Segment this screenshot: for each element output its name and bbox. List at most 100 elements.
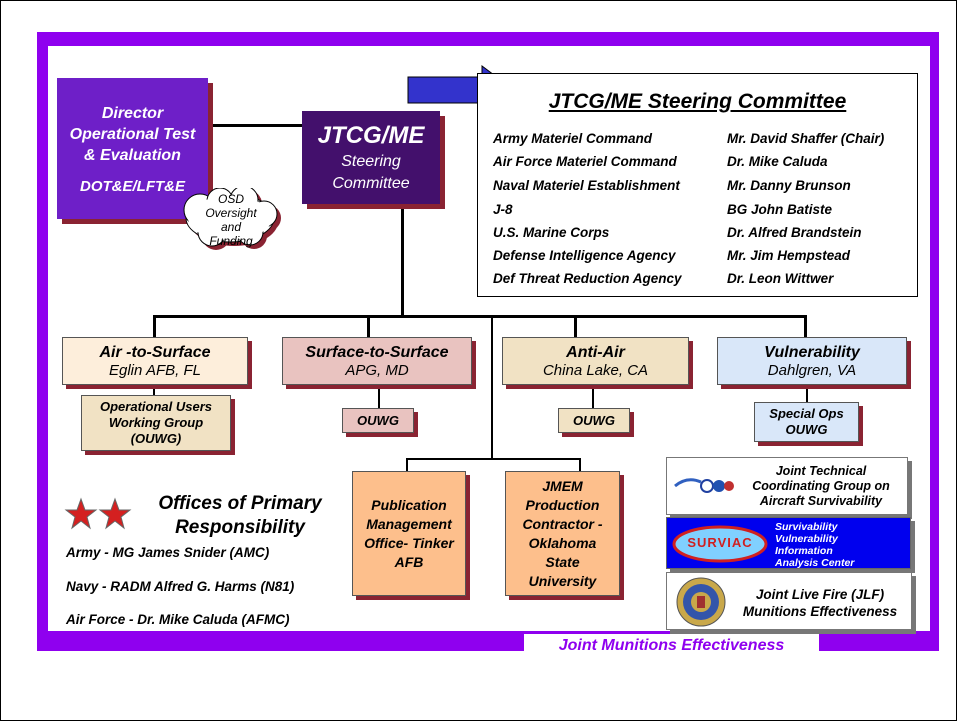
member-org: U.S. Marine Corps <box>493 225 610 240</box>
director-code: DOT&E/LFT&E <box>80 177 185 195</box>
surviac-badge-label: SURVIAC <box>687 535 753 550</box>
jlf-line2: Munitions Effectiveness <box>742 604 898 619</box>
connector-center <box>491 317 493 460</box>
jtcg-title: JTCG/ME <box>317 121 425 149</box>
ouwg-line1: Operational Users <box>100 399 212 414</box>
member-org: J-8 <box>493 202 513 217</box>
director-line3: & Evaluation <box>84 146 181 164</box>
ouwg-line2: Working Group <box>108 415 204 430</box>
cloud-icon <box>183 188 281 250</box>
group-box-vulnerability: Vulnerability Dahlgren, VA <box>717 337 907 385</box>
jlf-text: Joint Live Fire (JLF) Munitions Effectiv… <box>729 586 911 620</box>
pub-line3: Office- Tinker <box>364 534 454 551</box>
member-person: Mr. David Shaffer (Chair) <box>727 131 885 146</box>
connector-director-jtcg <box>208 124 302 127</box>
ouwg-line2: OUWG <box>785 422 828 437</box>
ouwg-box-anti-air: OUWG <box>558 408 630 433</box>
jlf-logo-panel: Joint Live Fire (JLF) Munitions Effectiv… <box>666 572 912 630</box>
star-icon <box>64 497 132 530</box>
connector-drop-4 <box>804 315 807 337</box>
surviac-line4: Analysis Center <box>775 557 855 569</box>
member-org: Naval Materiel Establishment <box>493 178 680 193</box>
osd-label: OSD Oversight and Funding <box>188 190 274 250</box>
group-box-anti-air: Anti-Air China Lake, CA <box>502 337 689 385</box>
jmem-line5: State <box>545 553 580 570</box>
group-location: Eglin AFB, FL <box>109 361 201 379</box>
osd-line3: and <box>220 220 242 234</box>
jmem-line6: University <box>528 572 597 589</box>
connector-sub-2 <box>378 385 380 408</box>
member-person: BG John Batiste <box>727 202 833 217</box>
jmem-line4: Oklahoma <box>528 534 597 551</box>
ouwg-line1: Special Ops <box>769 406 844 421</box>
jtcg-as-logo-panel: Joint Technical Coordinating Group on Ai… <box>666 457 908 515</box>
opr-line1: Offices of Primary <box>158 493 322 514</box>
opr-entry: Air Force - Dr. Mike Caluda (AFMC) <box>66 612 290 627</box>
jtcg-line1: Steering <box>341 152 401 170</box>
connector-lower-drop-1 <box>406 458 408 471</box>
connector-sub-3 <box>592 385 594 408</box>
director-box: Director Operational Test & Evaluation D… <box>57 78 208 219</box>
surviac-line2: Vulnerability <box>775 533 838 545</box>
pub-line2: Management <box>366 515 452 532</box>
group-box-air-to-surface: Air -to-Surface Eglin AFB, FL <box>62 337 248 385</box>
group-name: Surface-to-Surface <box>305 343 449 361</box>
member-org: Defense Intelligence Agency <box>493 248 676 263</box>
group-location: Dahlgren, VA <box>767 361 857 379</box>
member-person: Dr. Leon Wittwer <box>727 271 834 286</box>
connector-drop-2 <box>367 315 370 337</box>
steering-committee-panel: JTCG/ME Steering Committee Army Materiel… <box>477 73 918 297</box>
member-org: Army Materiel Command <box>493 131 653 146</box>
osd-line1: OSD <box>217 192 244 206</box>
pub-line1: Publication <box>371 496 447 513</box>
jtcg-as-text: Joint Technical Coordinating Group on Ai… <box>737 464 905 509</box>
connector-jtcg-down <box>401 204 404 317</box>
connector-lower-drop-2 <box>579 458 581 471</box>
ouwg-box-air-to-surface: Operational Users Working Group (OUWG) <box>81 395 231 451</box>
jtcg-line2: Committee <box>332 174 410 192</box>
pub-line4: AFB <box>394 553 424 570</box>
jmem-line1: JMEM <box>542 477 583 494</box>
connector-lower-bus <box>406 458 581 460</box>
jlf-seal-icon <box>676 577 726 627</box>
steering-title: JTCG/ME Steering Committee <box>548 90 847 113</box>
jlf-line1: Joint Live Fire (JLF) <box>755 587 885 602</box>
group-location: China Lake, CA <box>542 361 649 379</box>
jtcg-as-emblem-icon <box>674 478 734 493</box>
director-line2: Operational Test <box>69 125 196 143</box>
connector-sub-4 <box>806 385 808 402</box>
jtcg-box: JTCG/ME Steering Committee <box>302 111 440 204</box>
connector-horizontal-bus <box>153 315 806 318</box>
group-name: Anti-Air <box>566 343 625 361</box>
member-person: Dr. Alfred Brandstein <box>727 225 862 240</box>
group-name: Air -to-Surface <box>99 343 211 361</box>
publication-office-box: Publication Management Office- Tinker AF… <box>352 471 466 596</box>
jtcg-as-line2: Coordinating Group on <box>752 479 890 493</box>
group-location: APG, MD <box>345 361 409 379</box>
surviac-logo-panel: SURVIAC Survivability Vulnerability Info… <box>666 517 911 569</box>
opr-title: Offices of Primary Responsibility <box>140 492 340 540</box>
group-box-surface-to-surface: Surface-to-Surface APG, MD <box>282 337 472 385</box>
surviac-line1: Survivability <box>775 521 838 533</box>
member-org: Def Threat Reduction Agency <box>493 271 682 286</box>
opr-entry: Navy - RADM Alfred G. Harms (N81) <box>66 579 295 594</box>
member-person: Mr. Danny Brunson <box>727 178 851 193</box>
opr-line2: Responsibility <box>175 517 305 538</box>
surviac-line3: Information <box>775 545 833 557</box>
opr-entry: Army - MG James Snider (AMC) <box>66 545 270 560</box>
surviac-text: Survivability Vulnerability Information … <box>775 521 905 569</box>
jmem-contractor-box: JMEM Production Contractor - Oklahoma St… <box>505 471 620 596</box>
footer-label: Joint Munitions Effectiveness <box>524 634 819 658</box>
ouwg-line1: OUWG <box>573 412 615 428</box>
osd-line2: Oversight <box>205 206 257 220</box>
jtcg-as-line3: Aircraft Survivability <box>759 494 883 508</box>
jmem-line2: Production <box>525 496 600 513</box>
surviac-badge-icon <box>672 525 768 563</box>
member-person: Mr. Jim Hempstead <box>727 248 851 263</box>
ouwg-line3: (OUWG) <box>130 431 182 446</box>
osd-line4: Funding <box>209 234 253 248</box>
director-line1: Director <box>101 104 164 122</box>
connector-drop-3 <box>574 315 577 337</box>
connector-drop-1 <box>153 315 156 337</box>
group-name: Vulnerability <box>764 343 860 361</box>
